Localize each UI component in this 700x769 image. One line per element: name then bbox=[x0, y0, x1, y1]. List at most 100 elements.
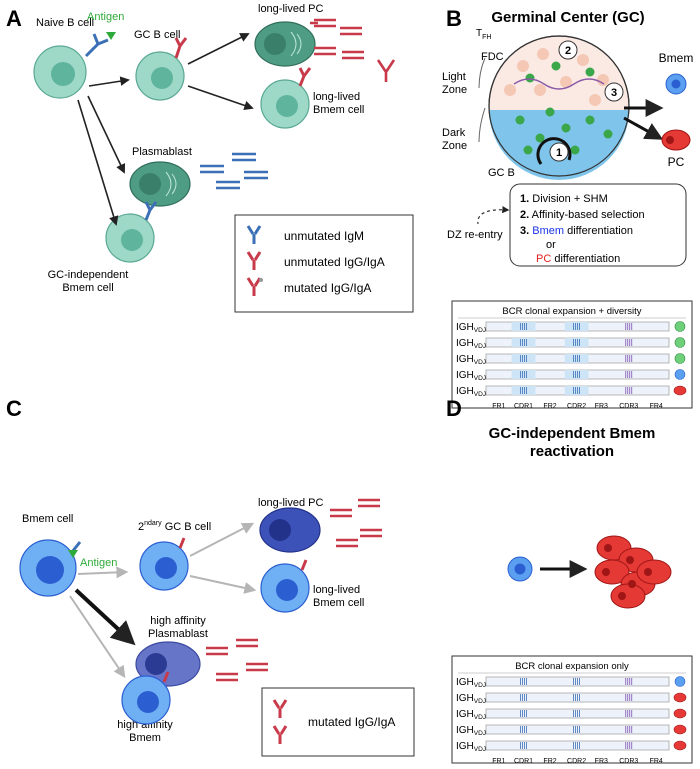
bmem-label-b: Bmem bbox=[659, 51, 694, 65]
naive-b-cell-label: Naive B cell bbox=[36, 17, 94, 29]
panel-c-arrows bbox=[69, 522, 257, 678]
igh-region-label: CDR1 bbox=[514, 758, 533, 765]
step-1-text: 1. Division + SHM bbox=[520, 193, 608, 205]
gc-b-cell bbox=[135, 37, 188, 101]
igh-row-label: IGHVDJ bbox=[456, 354, 486, 366]
igh-row-label: IGHVDJ bbox=[456, 386, 486, 398]
or-text: or bbox=[546, 239, 556, 251]
igh-b-title: BCR clonal expansion + diversity bbox=[502, 306, 641, 317]
step-marker-3: 3 bbox=[604, 82, 624, 102]
antibody-cluster-c bbox=[206, 498, 382, 682]
legend-a-mutated-igg: mutated IgG/IgA bbox=[284, 281, 371, 295]
panel-b: B Germinal Center (GC) 1 bbox=[442, 6, 694, 267]
igh-row-label: IGHVDJ bbox=[456, 725, 486, 737]
bmem-cell-c bbox=[19, 539, 82, 597]
long-lived-pc-c bbox=[259, 507, 321, 553]
panel-a-arrows bbox=[77, 33, 254, 226]
igh-region-label: FR1 bbox=[492, 403, 505, 410]
fdc-label: FDC bbox=[481, 51, 504, 63]
dz-reentry-label: DZ re-entry bbox=[447, 229, 503, 241]
plasma-cell-icon bbox=[673, 740, 687, 751]
gc-b-label: GC B bbox=[488, 167, 515, 179]
antigen-icon-c bbox=[68, 550, 78, 558]
igh-region-label: FR2 bbox=[543, 758, 556, 765]
igh-region-label: FR3 bbox=[595, 758, 608, 765]
step-2-text: 2. Affinity-based selection bbox=[520, 209, 645, 221]
legend-c-mutated-igg: mutated IgG/IgA bbox=[308, 715, 395, 729]
bmem-cell-b bbox=[665, 73, 687, 95]
plasma-cell-icon bbox=[673, 708, 687, 719]
gc-b-cell-icon bbox=[674, 353, 686, 364]
long-lived-pc-label-a: long-lived PC bbox=[258, 3, 323, 15]
igh-region-label: FR4 bbox=[650, 758, 663, 765]
high-affinity-plasmablast bbox=[135, 641, 201, 687]
panel-c: C Bmem cell Antigen 2ndary GC B cell lon… bbox=[6, 396, 415, 757]
step-2-number: 2 bbox=[565, 45, 571, 57]
legend-a-unmutated-igm: unmutated IgM bbox=[284, 229, 364, 243]
igh-row-label: IGHVDJ bbox=[456, 370, 486, 382]
antigen-label-c: Antigen bbox=[80, 557, 117, 569]
igh-region-label: CDR1 bbox=[514, 403, 533, 410]
secondary-gc-b-cell-label: 2ndary GC B cell bbox=[138, 520, 211, 533]
long-lived-bmem-a bbox=[260, 67, 312, 129]
igh-row-label: IGHVDJ bbox=[456, 338, 486, 350]
igh-region-label: CDR2 bbox=[567, 403, 586, 410]
igh-region-label: CDR3 bbox=[619, 403, 638, 410]
plasmablast-a bbox=[129, 161, 191, 207]
pc-label-b: PC bbox=[668, 155, 685, 169]
naive-bcr-icon bbox=[84, 33, 109, 58]
gc-independent-bmem-cell bbox=[105, 201, 158, 263]
arrow-to-pc bbox=[623, 116, 664, 140]
pc-differentiation-text: PC differentiation bbox=[536, 253, 620, 265]
gc-b-cell-icon bbox=[674, 337, 686, 348]
igh-region-label: FR2 bbox=[543, 403, 556, 410]
legend-a-unmutated-igg: unmutated IgG/IgA bbox=[284, 255, 385, 269]
igh-box-b: BCR clonal expansion + diversity IGHVDJ I… bbox=[451, 300, 693, 410]
igh-row-label: IGHVDJ bbox=[456, 677, 486, 689]
igh-d-title: BCR clonal expansion only bbox=[515, 661, 629, 672]
step-3-text: 3. Bmem differentiation bbox=[520, 225, 633, 237]
igh-row-label: IGHVDJ bbox=[456, 709, 486, 721]
plasma-cell-cluster-d bbox=[594, 535, 672, 609]
antigen-label-a: Antigen bbox=[87, 11, 124, 23]
igh-region-label: FR3 bbox=[595, 403, 608, 410]
bmem-cell-icon bbox=[674, 676, 686, 687]
legend-c: mutated IgG/IgA bbox=[261, 687, 415, 757]
long-lived-bmem-c bbox=[260, 559, 310, 613]
igh-region-label: FR4 bbox=[650, 403, 663, 410]
plasma-cell-icon bbox=[673, 724, 687, 735]
bmem-cell-label-c: Bmem cell bbox=[22, 513, 73, 525]
plasma-cell-b bbox=[661, 129, 691, 151]
plasma-cell-icon bbox=[673, 692, 687, 703]
bmem-cell-d bbox=[507, 556, 533, 582]
legend-a: unmutated IgM unmutated IgG/IgA mutated … bbox=[234, 214, 414, 313]
panel-b-letter: B bbox=[446, 6, 462, 31]
igh-d-rows: IGHVDJ IGHVDJ IGHVDJ IGHVDJ IGHVDJ FR1 CDR1 FR2… bbox=[456, 676, 687, 765]
gc-b-cell-label: GC B cell bbox=[134, 29, 180, 41]
igh-region-label: FR1 bbox=[492, 758, 505, 765]
plasmablast-label-a: Plasmablast bbox=[132, 146, 192, 158]
long-lived-pc-label-c: long-lived PC bbox=[258, 497, 323, 509]
naive-b-cell bbox=[33, 45, 87, 99]
germinal-center bbox=[488, 35, 630, 180]
long-lived-pc-a bbox=[254, 21, 316, 67]
gc-title: Germinal Center (GC) bbox=[491, 9, 644, 26]
panel-c-letter: C bbox=[6, 396, 22, 421]
panel-d-letter: D bbox=[446, 396, 462, 421]
step-marker-1: 1 bbox=[536, 137, 572, 165]
igh-row-label: IGHVDJ bbox=[456, 693, 486, 705]
panel-a: A Naive B cell GC B cell long-lived PC A… bbox=[6, 3, 414, 313]
step-marker-2: 2 bbox=[558, 40, 578, 60]
igh-row-label: IGHVDJ bbox=[456, 741, 486, 753]
step-3-number: 3 bbox=[611, 87, 617, 99]
